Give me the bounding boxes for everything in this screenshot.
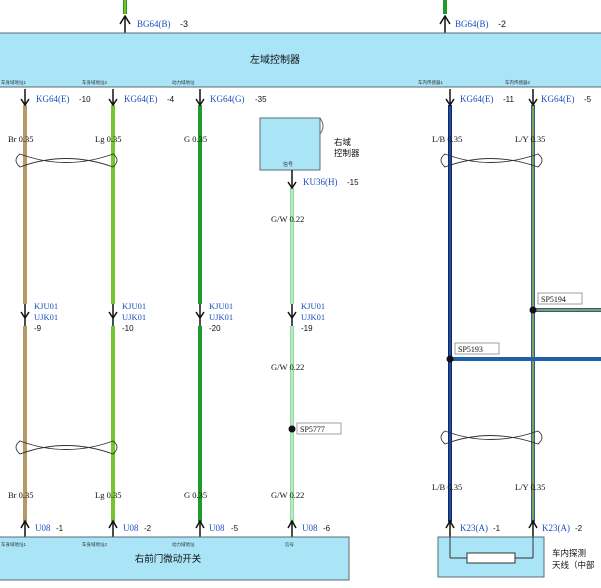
right-domain-pin-label: 信号 (283, 161, 293, 168)
bottom-connector-3-pin: -5 (231, 524, 239, 533)
bottom-connector-1-pin: -1 (56, 524, 64, 533)
upper-connector-2: KG64(E) -4 (108, 89, 175, 107)
right-domain-title-line1: 右域 (334, 137, 352, 147)
upper-connector-1-code: KG64(E) (36, 94, 70, 104)
bottom-connector-4: U08 -6 (287, 519, 331, 537)
upper-connector-2-pin: -4 (167, 95, 175, 104)
bottom-connector-6: K23(A) -2 (528, 519, 583, 537)
inline-connector-2: KJU01 UJK01 -10 (108, 301, 146, 333)
upper-connector-5: KG64(E) -5 (528, 89, 592, 107)
interior-antenna: 车内探测 天线（中部 (437, 536, 595, 578)
inline-connector-4: KJU01 UJK01 -19 (287, 301, 325, 333)
bottom-connector-3: U08 -5 (195, 519, 239, 537)
inline-connector-3-line1: KJU01 (209, 301, 233, 311)
twisted-pair-lower-left (15, 440, 118, 455)
upper-connector-5-code: KG64(E) (541, 94, 575, 104)
bottom-connector-3-code: U08 (209, 523, 225, 533)
wire-label-gw-2: G/W 0.22 (271, 362, 304, 372)
twisted-pair-upper-left (15, 153, 118, 168)
antenna-title-line2: 天线（中部 (552, 560, 595, 570)
splice-sp5777-label: SP5777 (300, 425, 325, 434)
top-connector-1-pin: -3 (180, 19, 188, 29)
right-domain-controller: 右域 控制器 信号 KU36(H) -15 (259, 117, 360, 190)
upper-connector-1-pin: -10 (79, 95, 91, 104)
right-front-door-switch: 车身域地址1 车身域地址2 动力域地址 信号 右前门微动开关 (0, 536, 350, 581)
wire-label-lb-upper: L/B 0.35 (432, 134, 462, 144)
wire-label-ly-lower: L/Y 0.35 (515, 482, 545, 492)
right-domain-connector-code: KU36(H) (303, 177, 338, 187)
bottom-connector-4-pin: -6 (323, 524, 331, 533)
switch-pin-label-4: 信号 (285, 541, 294, 548)
wire-label-br-upper: Br 0.35 (8, 134, 34, 144)
wire-label-ly-upper: L/Y 0.35 (515, 134, 545, 144)
switch-pin-label-3: 动力域地址 (172, 541, 195, 548)
bottom-connector-1-code: U08 (35, 523, 51, 533)
bottom-connector-6-code: K23(A) (542, 523, 570, 533)
bottom-connector-4-code: U08 (302, 523, 318, 533)
antenna-title-line1: 车内探测 (552, 548, 586, 558)
inline-connector-2-line2: UJK01 (122, 312, 146, 322)
controller-pin-label-5: 车内传感器2 (505, 79, 530, 86)
top-connector-1-code: BG64(B) (137, 19, 171, 29)
inline-connector-3: KJU01 UJK01 -20 (195, 301, 233, 333)
splice-branch-sp5193: SP5193 (446, 342, 601, 363)
inline-connector-1-line1: KJU01 (34, 301, 58, 311)
upper-connector-3-code: KG64(G) (210, 94, 245, 104)
bottom-connector-5: K23(A) -1 (445, 519, 501, 537)
inline-connector-1-pin: -9 (34, 324, 42, 333)
inline-connector-2-line1: KJU01 (122, 301, 146, 311)
wire-label-gw-1: G/W 0.22 (271, 214, 304, 224)
inline-connector-4-line2: UJK01 (301, 312, 325, 322)
right-domain-connector-pin: -15 (347, 178, 359, 187)
inline-connector-1-line2: UJK01 (34, 312, 58, 322)
upper-connector-4-code: KG64(E) (460, 94, 494, 104)
top-connector-2-code: BG64(B) (455, 19, 489, 29)
upper-connector-3: KG64(G) -35 (195, 89, 267, 107)
wire-label-gw-3: G/W 0.22 (271, 490, 304, 500)
splice-sp5193-label: SP5193 (458, 345, 483, 354)
twisted-pair-lower-right (440, 430, 543, 445)
right-front-door-switch-title: 右前门微动开关 (135, 553, 202, 565)
splice-sp5777: SP5777 (288, 422, 342, 435)
twisted-pair-upper-right (440, 153, 543, 168)
controller-pin-label-3: 动力域地址 (172, 79, 195, 86)
inline-connector-4-line1: KJU01 (301, 301, 325, 311)
controller-pin-label-4: 车内传感器1 (418, 79, 443, 86)
bottom-connector-1: U08 -1 (20, 519, 64, 537)
wire-label-br-lower: Br 0.35 (8, 490, 34, 500)
inline-connector-3-pin: -20 (209, 324, 221, 333)
splice-sp5194-label: SP5194 (541, 295, 566, 304)
wire-label-g-lower: G 0.35 (184, 490, 207, 500)
bottom-connector-2: U08 -2 (108, 519, 152, 537)
wire-label-lg-upper: Lg 0.35 (95, 134, 121, 144)
bottom-connector-6-pin: -2 (575, 524, 583, 533)
inline-connector-4-pin: -19 (301, 324, 313, 333)
switch-pin-label-2: 车身域地址2 (82, 541, 107, 548)
upper-connector-1: KG64(E) -10 (20, 89, 91, 107)
upper-connector-4: KG64(E) -11 (445, 89, 515, 107)
right-domain-title-line2: 控制器 (334, 148, 360, 158)
controller-pin-label-2: 车身域地址2 (82, 79, 107, 86)
left-domain-controller: 左域控制器 车身域地址1 车身域地址2 动力域地址 车内传感器1 车内传感器2 (0, 32, 601, 88)
upper-connector-2-code: KG64(E) (124, 94, 158, 104)
inline-connector-1: KJU01 UJK01 -9 (20, 301, 58, 333)
bottom-connector-5-code: K23(A) (460, 523, 488, 533)
wire-label-lg-lower: Lg 0.35 (95, 490, 121, 500)
inline-connector-3-line2: UJK01 (209, 312, 233, 322)
upper-connector-4-pin: -11 (503, 95, 515, 104)
inline-connector-2-pin: -10 (122, 324, 134, 333)
left-domain-controller-title: 左域控制器 (250, 53, 300, 66)
upper-connector-3-pin: -35 (255, 95, 267, 104)
controller-pin-label-1: 车身域地址1 (1, 79, 26, 86)
bottom-connector-2-pin: -2 (144, 524, 152, 533)
bottom-connector-5-pin: -1 (493, 524, 501, 533)
splice-branch-sp5194: SP5194 (529, 292, 601, 314)
upper-connector-5-pin: -5 (584, 95, 592, 104)
wire-label-lb-lower: L/B 0.35 (432, 482, 462, 492)
bottom-connector-2-code: U08 (123, 523, 139, 533)
top-connector-2-pin: -2 (498, 19, 506, 29)
wire-label-g-upper: G 0.35 (184, 134, 207, 144)
switch-pin-label-1: 车身域地址1 (1, 541, 26, 548)
